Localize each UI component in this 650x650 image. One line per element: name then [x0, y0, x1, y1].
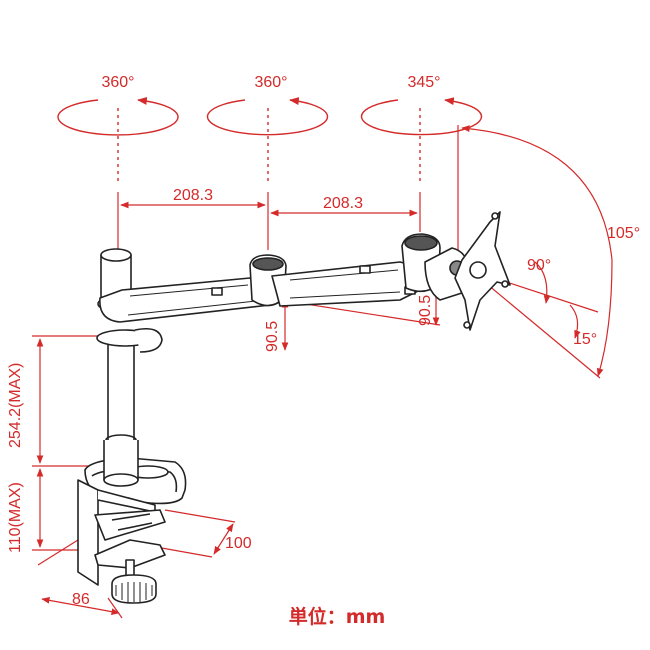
rotation-indicator-3	[360, 97, 483, 185]
tilt-down-label: 90°	[527, 257, 551, 274]
clamp-width-label: 86	[72, 591, 90, 608]
rotation-label-3: 345°	[407, 74, 440, 91]
arm-length-label-1: 208.3	[173, 187, 213, 204]
pole-height-label: 254.2(MAX)	[7, 363, 24, 448]
arm-length-label-2: 208.3	[323, 195, 363, 212]
rotation-indicator-1	[57, 97, 179, 185]
clamp-bracket	[77, 479, 99, 586]
monitor-arm-drawing	[77, 211, 511, 604]
arm-length-dimension-lines	[117, 192, 421, 250]
rotation-label-2: 360°	[254, 74, 287, 91]
tilt-up-label: 15°	[573, 331, 597, 348]
rotation-indicator-2	[206, 97, 329, 185]
clamp-height-label: 110(MAX)	[7, 482, 24, 553]
tilt-total-label: 105°	[607, 225, 640, 242]
clamp-depth-label: 100	[225, 535, 252, 552]
rotation-label-1: 360°	[101, 74, 134, 91]
unit-label: 単位：mm	[289, 605, 386, 628]
joint-offset-label-2: 90.5	[417, 295, 434, 326]
clamp-jaw	[94, 539, 166, 569]
joint-offset-label-1: 90.5	[264, 321, 281, 352]
